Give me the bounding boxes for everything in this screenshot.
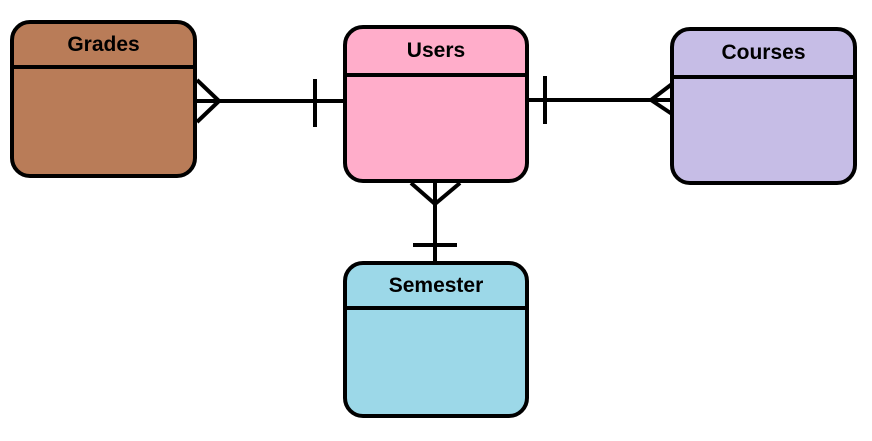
entity-courses[interactable]: Courses [670,27,857,185]
crowfoot-upper [649,82,674,102]
relationship-users-grades [195,78,343,127]
crowfoot-left [409,181,437,206]
entity-grades[interactable]: Grades [10,20,197,178]
entity-users[interactable]: Users [343,25,529,183]
entity-body [347,310,525,414]
entity-body [674,79,853,181]
entity-title: Courses [721,41,806,64]
entity-title: Grades [67,32,140,56]
entity-header: Semester [347,265,525,310]
crowfoot-right [433,181,462,206]
entity-title: Users [406,39,466,62]
relationship-users-courses [529,76,674,124]
entity-semester[interactable]: Semester [343,261,529,418]
entity-header: Users [347,29,525,77]
entity-body [347,77,525,179]
entity-body [14,69,193,174]
entity-title: Semester [388,273,484,297]
entity-header: Courses [674,31,853,79]
relationship-users-semester [409,181,462,263]
crowfoot-upper [195,78,221,103]
crowfoot-lower [195,99,221,124]
crowfoot-lower [649,98,674,116]
entity-header: Grades [14,24,193,69]
